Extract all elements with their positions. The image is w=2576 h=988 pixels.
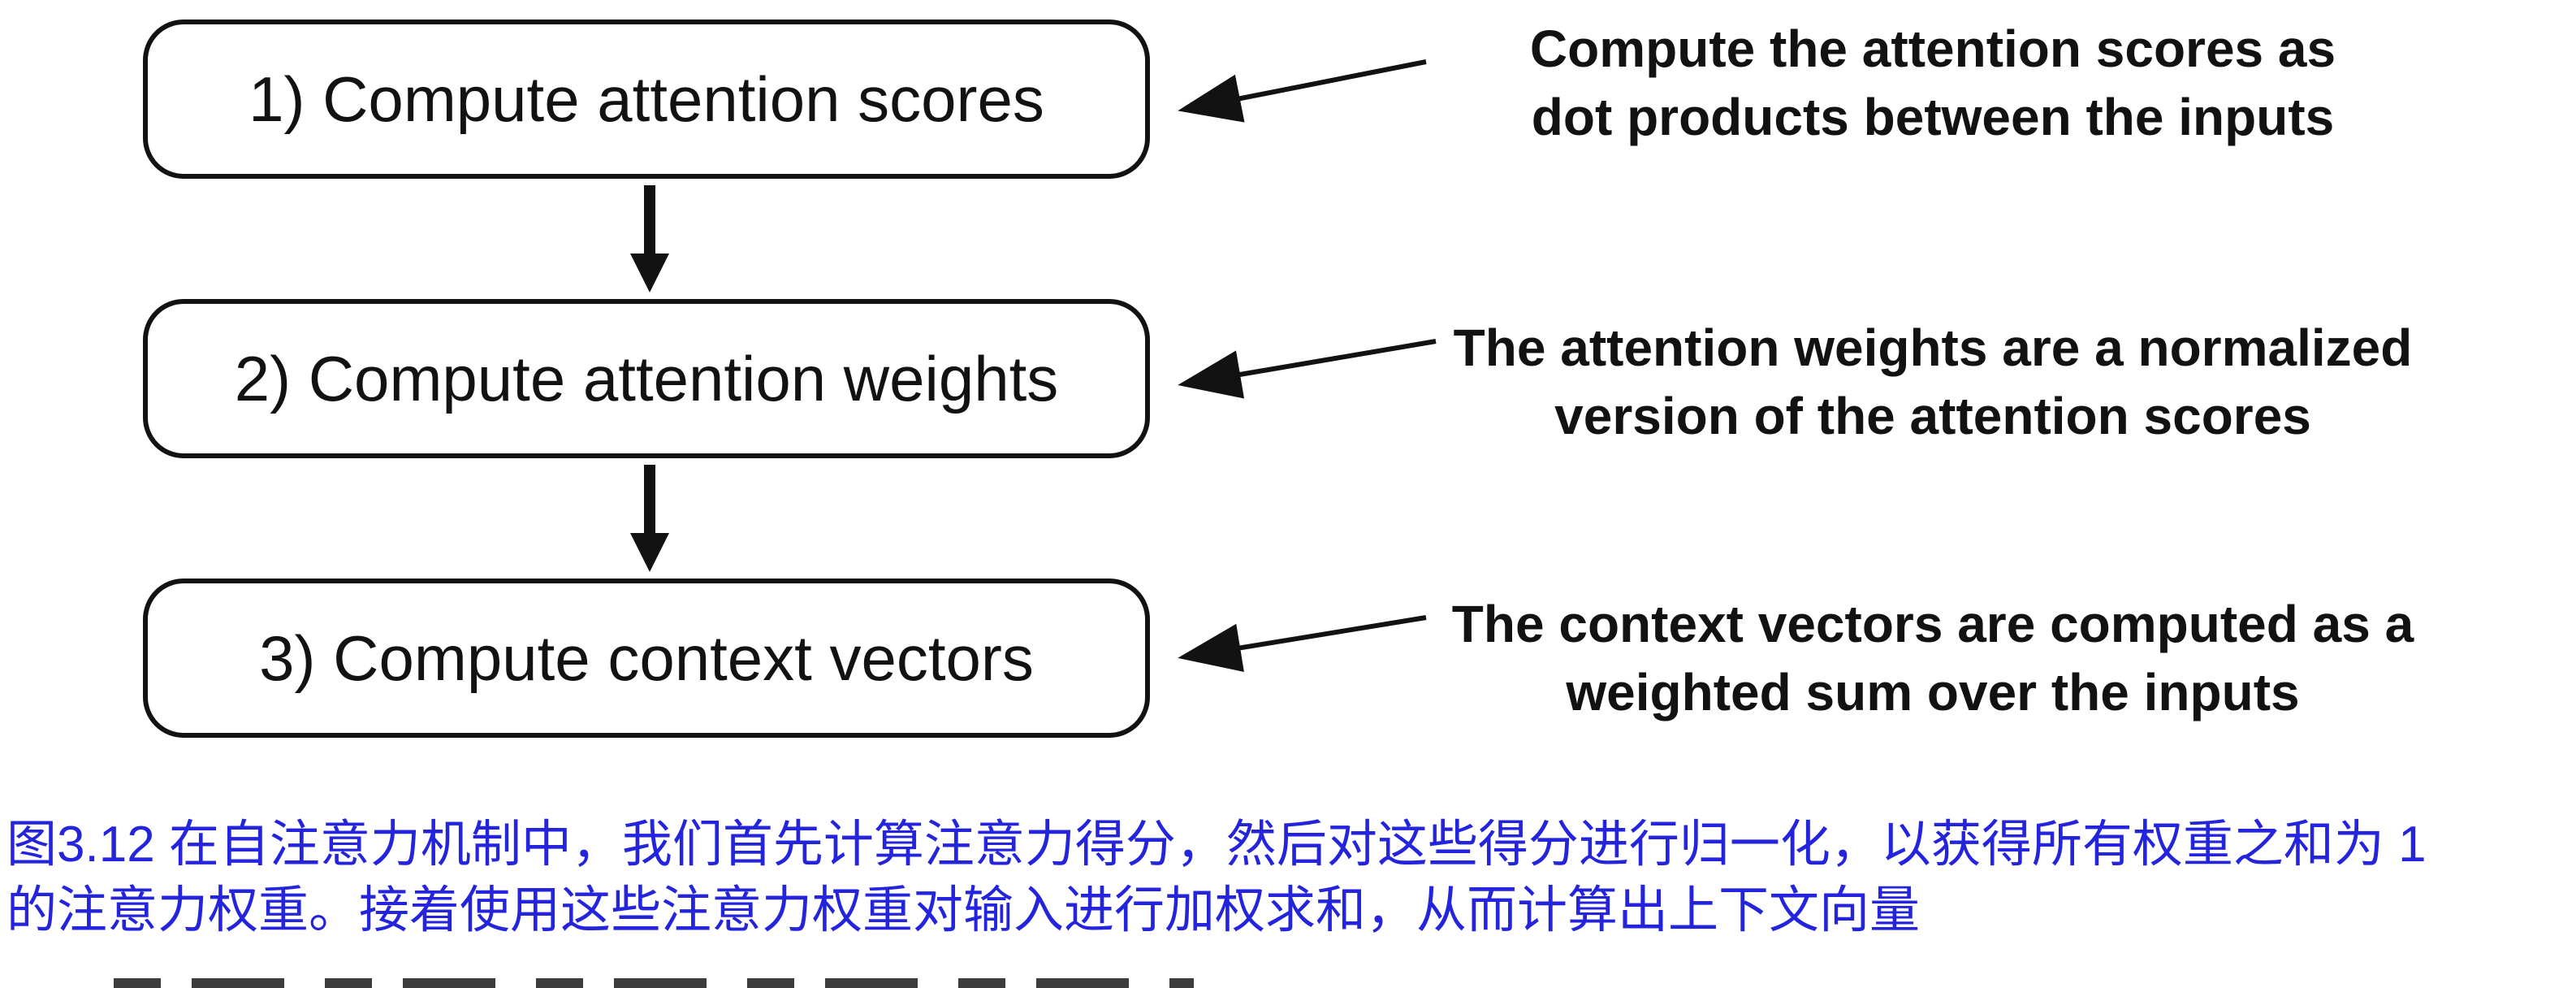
step-label: 1) Compute attention scores xyxy=(249,63,1044,135)
down-arrow-icon xyxy=(630,185,669,292)
step-box-compute-attention-scores: 1) Compute attention scores xyxy=(143,20,1150,179)
caption-line-2: 的注意力权重。接着使用这些注意力权重对输入进行加权求和，从而计算出上下文向量 xyxy=(6,882,1921,938)
annotation-attention-scores: Compute the attention scores as dot prod… xyxy=(1381,15,2485,152)
step-label: 2) Compute attention weights xyxy=(234,342,1059,414)
step-label: 3) Compute context vectors xyxy=(259,622,1034,694)
figure-caption: 图3.12 在自注意力机制中，我们首先计算注意力得分，然后对这些得分进行归一化，… xyxy=(6,812,2573,943)
left-arrow-icon xyxy=(1178,339,1437,399)
cutoff-text-fragment xyxy=(114,978,1194,988)
left-arrow-icon xyxy=(1178,59,1427,123)
annotation-line: Compute the attention scores as xyxy=(1529,20,2336,78)
annotation-context-vectors: The context vectors are computed as a we… xyxy=(1381,590,2485,727)
annotation-line: weighted sum over the inputs xyxy=(1566,663,2300,722)
caption-line-1: 图3.12 在自注意力机制中，我们首先计算注意力得分，然后对这些得分进行归一化，… xyxy=(6,817,2427,873)
annotation-line: dot products between the inputs xyxy=(1531,88,2335,147)
left-arrow-icon xyxy=(1178,615,1427,672)
down-arrow-icon xyxy=(630,465,669,572)
annotation-line: The attention weights are a normalized xyxy=(1453,318,2413,377)
step-box-compute-attention-weights: 2) Compute attention weights xyxy=(143,299,1150,458)
step-box-compute-context-vectors: 3) Compute context vectors xyxy=(143,578,1150,738)
annotation-line: version of the attention scores xyxy=(1554,387,2311,446)
annotation-attention-weights: The attention weights are a normalized v… xyxy=(1381,314,2485,451)
annotation-line: The context vectors are computed as a xyxy=(1451,595,2414,653)
